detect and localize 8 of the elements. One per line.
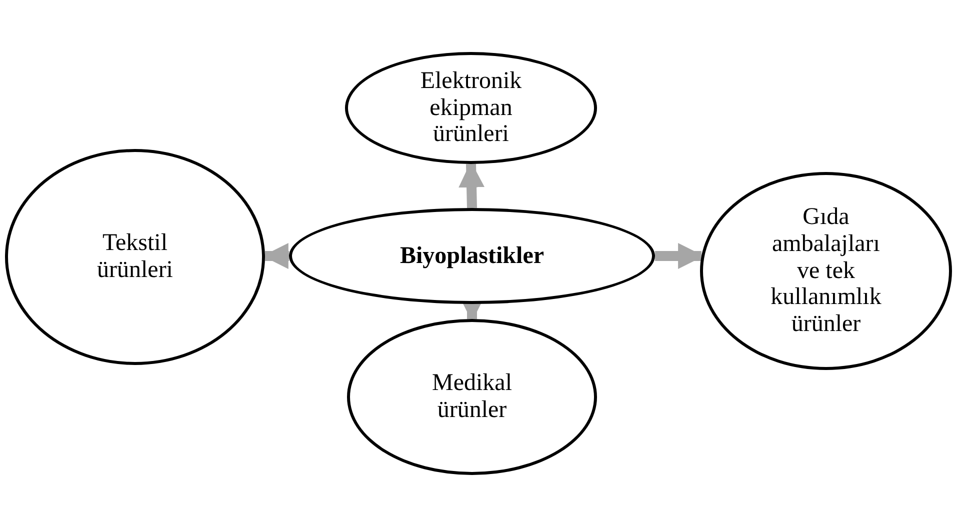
node-label: Biyoplastikler	[400, 242, 544, 270]
node-label: Elektronik ekipman ürünleri	[419, 68, 523, 148]
node-label: Gıda ambalajları ve tek kullanımlık ürünler	[770, 204, 882, 338]
block-arrow	[655, 243, 704, 269]
node-label: Medikal ürünler	[431, 370, 513, 424]
node-label: Tekstil ürünleri	[96, 230, 174, 284]
block-arrow	[458, 161, 485, 208]
block-arrow	[262, 243, 289, 269]
